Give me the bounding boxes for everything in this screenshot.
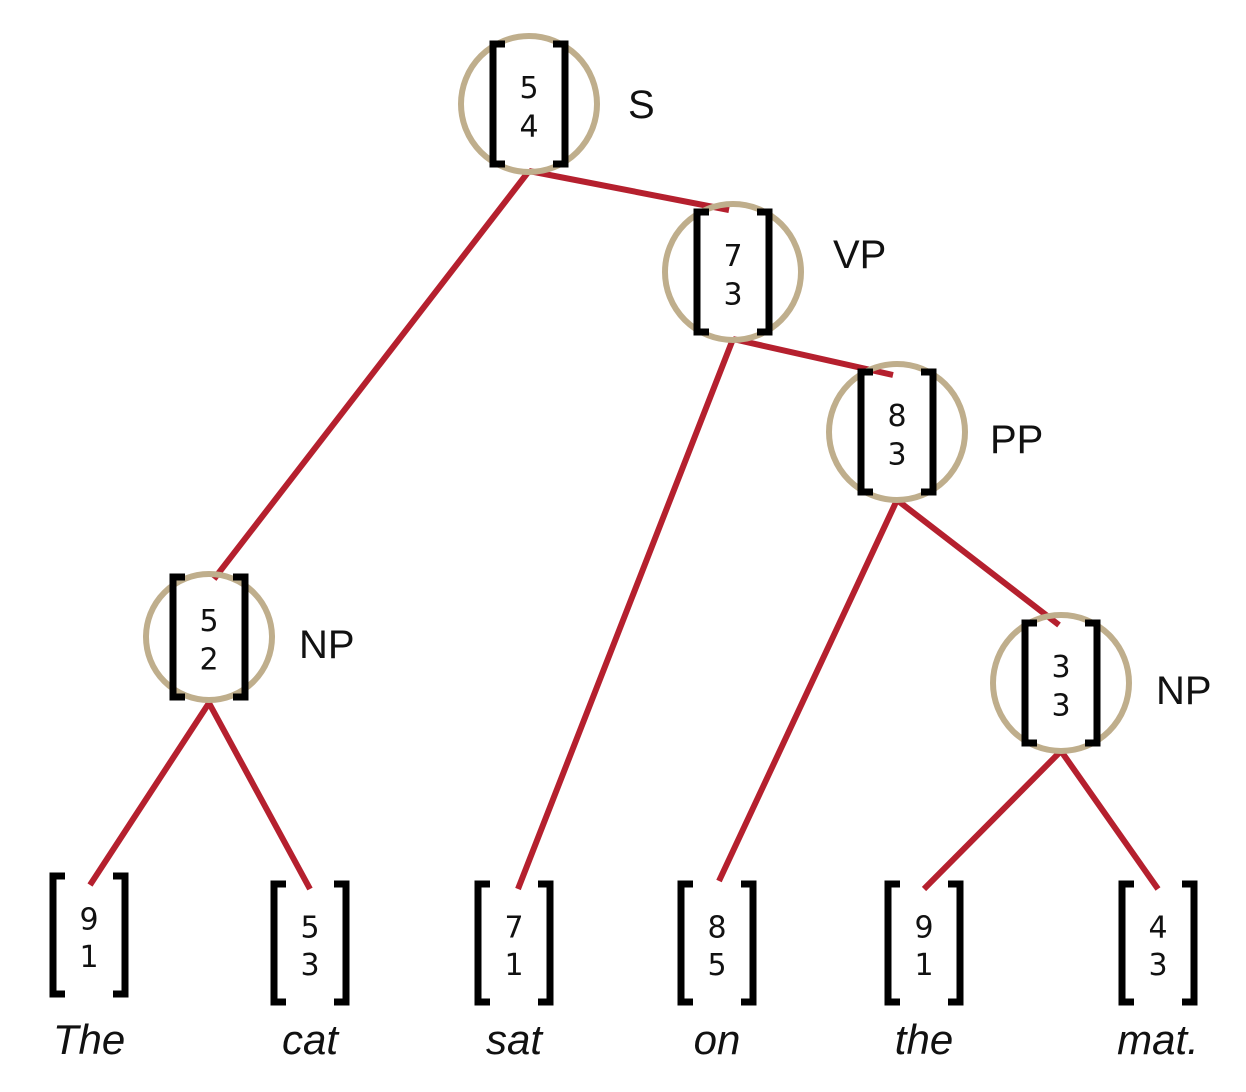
right-bracket: [741, 880, 757, 1006]
vector-value-bottom: 4: [519, 110, 538, 145]
column-vector: 53: [270, 880, 350, 1006]
leaf-node: 71 sat: [474, 880, 554, 1063]
vector-value-top: 5: [519, 71, 538, 106]
vector-value-top: 7: [504, 910, 523, 945]
node-circle: [143, 571, 275, 703]
node-category-label: PP: [990, 418, 1043, 462]
right-bracket: [1085, 619, 1101, 747]
vector-value-top: 8: [707, 910, 726, 945]
node-category-label: VP: [833, 233, 886, 277]
tree-edge: [528, 168, 730, 213]
column-vector: 91: [49, 872, 129, 998]
tree-edge: [206, 701, 313, 891]
left-bracket: [677, 880, 693, 1006]
vector-value-top: 7: [723, 239, 742, 274]
vector-value-bottom: 3: [1148, 948, 1167, 983]
left-bracket: [474, 880, 490, 1006]
node-category-label: S: [628, 83, 655, 127]
node-circle: [990, 612, 1132, 754]
tree-edge: [895, 497, 1061, 628]
node-category-label: NP: [299, 623, 355, 667]
left-bracket: [270, 880, 286, 1006]
left-bracket: [1021, 619, 1037, 747]
left-bracket: [693, 208, 709, 336]
vector-value-bottom: 3: [1051, 689, 1070, 724]
vector-value-bottom: 1: [504, 948, 523, 983]
right-bracket: [233, 573, 249, 701]
vector-value-bottom: 2: [199, 643, 218, 678]
leaf-word: The: [53, 1016, 125, 1063]
vector-value-top: 3: [1051, 650, 1070, 685]
tree-edges: [87, 168, 1161, 892]
left-bracket: [49, 872, 65, 998]
right-bracket: [1182, 880, 1198, 1006]
column-vector: 83: [857, 368, 937, 496]
vector-value-bottom: 3: [723, 278, 742, 313]
vector-value-top: 5: [300, 910, 319, 945]
column-vector: 73: [693, 208, 773, 336]
vector-value-top: 4: [1148, 910, 1167, 945]
column-vector: 52: [169, 573, 249, 701]
vector-value-top: 8: [887, 399, 906, 434]
vector-value-top: 9: [914, 910, 933, 945]
right-bracket: [538, 880, 554, 1006]
leaf-word: mat.: [1117, 1016, 1199, 1063]
node-category-label: NP: [1156, 669, 1212, 713]
left-bracket: [169, 573, 185, 701]
right-bracket: [113, 872, 129, 998]
leaf-node: 53 cat: [270, 880, 350, 1063]
vector-value-bottom: 1: [79, 940, 98, 975]
vector-value-bottom: 5: [707, 948, 726, 983]
leaf-node: 91 the: [884, 880, 964, 1063]
leaf-word: sat: [486, 1016, 544, 1063]
left-bracket: [857, 368, 873, 496]
column-vector: 85: [677, 880, 757, 1006]
tree-edge: [211, 169, 532, 581]
node-circle: [826, 361, 968, 503]
left-bracket: [1118, 880, 1134, 1006]
vector-value-top: 5: [199, 604, 218, 639]
leaf-word: the: [895, 1016, 953, 1063]
vector-value-top: 9: [79, 902, 98, 937]
tree-edge: [87, 701, 212, 887]
column-vector: 33: [1021, 619, 1101, 747]
leaf-node: 43 mat.: [1117, 880, 1199, 1063]
left-bracket: [489, 40, 505, 168]
right-bracket: [757, 208, 773, 336]
column-vector: 54: [489, 40, 569, 168]
leaf-node: 85 on: [677, 880, 757, 1063]
tree-edge: [515, 337, 736, 891]
left-bracket: [884, 880, 900, 1006]
leaf-word: cat: [282, 1016, 340, 1063]
right-bracket: [921, 368, 937, 496]
node-circle: [662, 201, 804, 343]
right-bracket: [334, 880, 350, 1006]
vector-value-bottom: 3: [300, 948, 319, 983]
column-vector: 43: [1118, 880, 1198, 1006]
tree-edge: [716, 498, 900, 883]
vector-value-bottom: 1: [914, 948, 933, 983]
right-bracket: [553, 40, 569, 168]
node-circle: [458, 33, 600, 175]
tree-edge: [1058, 749, 1161, 891]
column-vector: 71: [474, 880, 554, 1006]
right-bracket: [948, 880, 964, 1006]
vector-value-bottom: 3: [887, 438, 906, 473]
tree-edge: [921, 748, 1064, 892]
column-vector: 91: [884, 880, 964, 1006]
leaf-word: on: [694, 1016, 741, 1063]
